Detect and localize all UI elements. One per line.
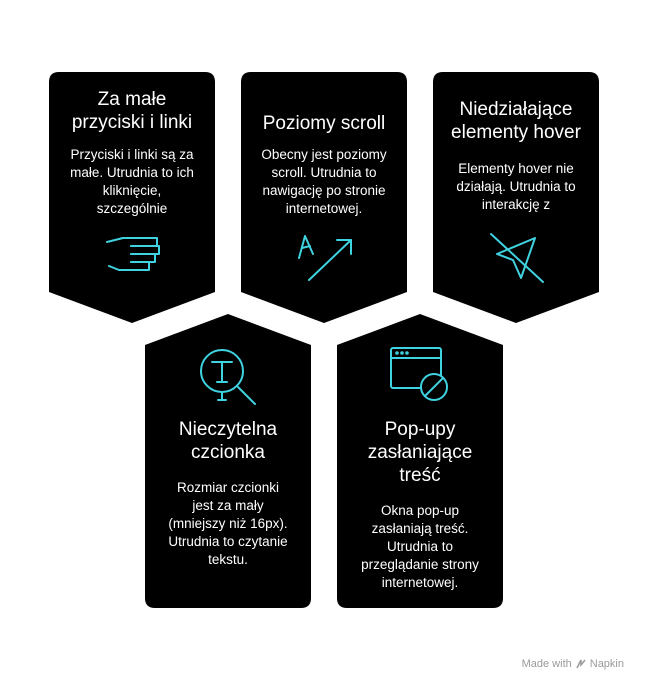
pointing-hand-icon [106,237,160,271]
card-description: Obecny jest poziomy scroll. Utrudnia to … [261,147,387,216]
card-hover-elements: Niedziałające elementy hover Elementy ho… [433,72,599,324]
blocked-window-icon [390,347,448,401]
card-shape [49,72,215,323]
card-shape [241,72,407,323]
magnified-text-icon [200,349,256,405]
diagonal-arrow-text-icon [298,235,352,281]
card-popups: Pop-upy zasłaniające treść Okna pop-up z… [337,314,503,608]
card-title: Niedziałające elementy hover [451,99,581,143]
napkin-logo-icon [576,659,586,669]
card-title: Nieczytelna czcionka [178,419,278,463]
card-shape [145,314,311,608]
card-horizontal-scroll: Poziomy scroll Obecny jest poziomy scrol… [241,72,407,324]
card-shape [337,314,503,608]
card-title: Za małe przyciski i linki [71,89,193,133]
card-description: Elementy hover nie działają. Utrudnia to… [456,161,576,212]
card-description: Przyciski i linki są za małe. Utrudnia t… [70,147,194,216]
footer-made-with: Made with [521,658,572,670]
card-small-buttons: Za małe przyciski i linki Przyciski i li… [49,72,215,324]
crossed-cursor-icon [490,233,544,283]
card-description: Okna pop-up zasłaniają treść. Utrudnia t… [361,503,479,590]
card-title: Pop-upy zasłaniające treść [367,419,473,486]
card-title: Poziomy scroll [262,113,386,134]
card-unreadable-font: Nieczytelna czcionka Rozmiar czcionki je… [145,314,311,608]
footer-brand: Napkin [589,658,624,670]
card-shape [433,72,599,323]
footer-credit: Made with Napkin [522,658,624,670]
card-description: Rozmiar czcionki jest za mały (mniejszy … [168,480,288,567]
